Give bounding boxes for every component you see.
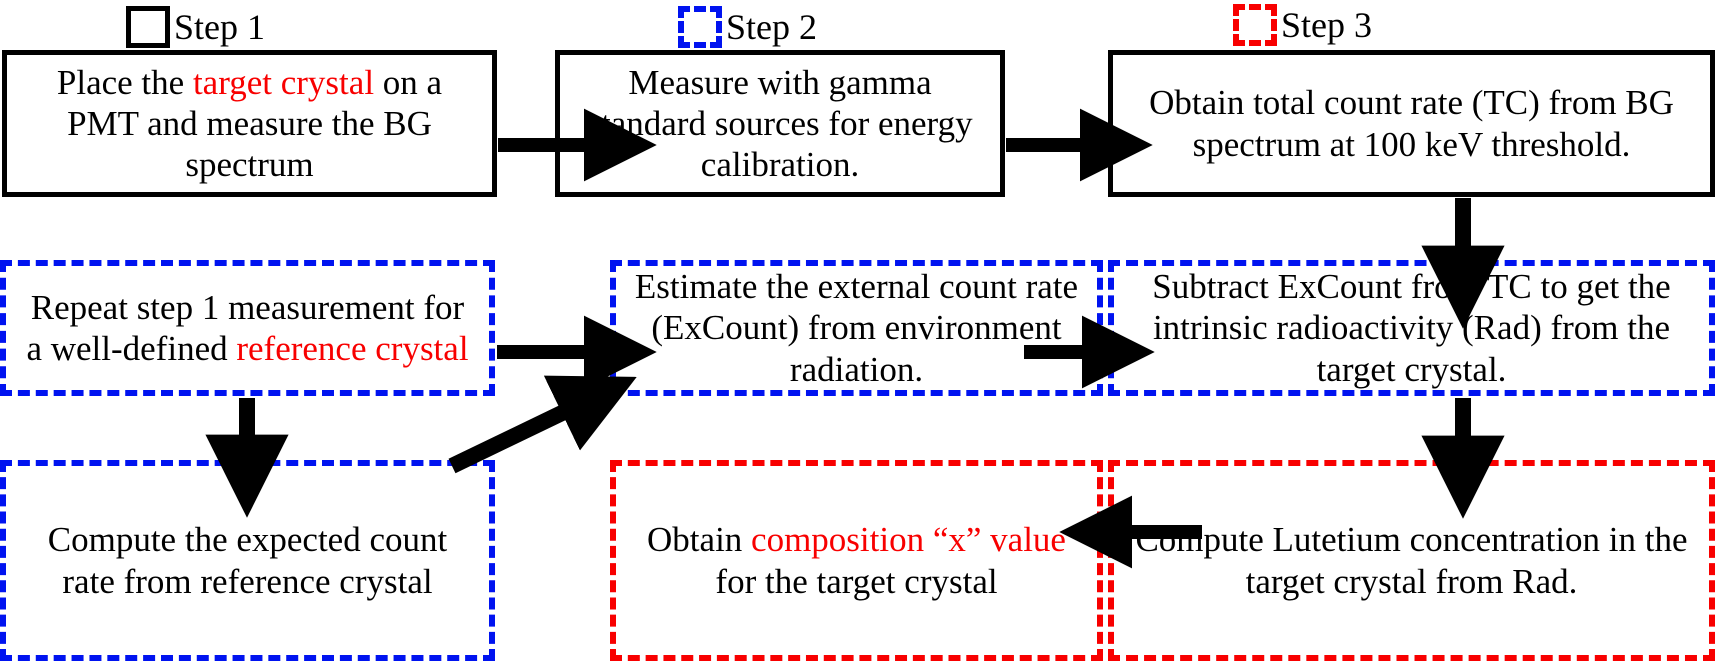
- step-box-text: Place the target crystal on a PMT and me…: [21, 62, 478, 186]
- plain-text: Repeat step 1 measurement for a well-def…: [26, 287, 465, 368]
- step-box-measure-gamma-standard[interactable]: Measure with gamma standard sources for …: [555, 50, 1005, 197]
- highlighted-text: target crystal: [192, 62, 375, 102]
- step-box-compute-lutetium-concentration[interactable]: Compute Lutetium concentration in the ta…: [1108, 460, 1715, 661]
- legend-swatch-solid-icon: [126, 6, 170, 48]
- highlighted-text: composition “x” value: [751, 520, 1066, 560]
- step-box-obtain-composition-x-value[interactable]: Obtain composition “x” value for the tar…: [610, 460, 1103, 661]
- legend-label-step-2: Step 2: [726, 7, 818, 47]
- legend-item-step-1: Step 1: [126, 4, 265, 50]
- arrow-b7-to-b5: [448, 375, 637, 474]
- step-box-obtain-total-count-rate[interactable]: Obtain total count rate (TC) from BG spe…: [1108, 50, 1715, 197]
- legend-item-step-3: Step 3: [1233, 2, 1372, 48]
- step-box-estimate-external-count-rate[interactable]: Estimate the external count rate (ExCoun…: [610, 260, 1103, 396]
- legend-swatch-dashdot-icon: [1233, 4, 1277, 46]
- legend-label-step-1: Step 1: [174, 7, 266, 47]
- step-box-text: Compute the expected count rate from ref…: [20, 519, 475, 602]
- plain-text: Obtain: [647, 520, 752, 560]
- step-box-text: Obtain total count rate (TC) from BG spe…: [1127, 82, 1696, 165]
- step-box-text: Estimate the external count rate (ExCoun…: [630, 266, 1083, 390]
- plain-text: Subtract ExCount from TC to get the intr…: [1152, 267, 1671, 389]
- legend-swatch-dashed-icon: [678, 6, 722, 48]
- step-box-place-target-crystal[interactable]: Place the target crystal on a PMT and me…: [2, 50, 497, 197]
- plain-text: Compute the expected count rate from ref…: [47, 520, 448, 601]
- step-box-text: Subtract ExCount from TC to get the intr…: [1128, 266, 1695, 390]
- plain-text: Measure with gamma standard sources for …: [587, 62, 973, 185]
- plain-text: Compute Lutetium concentration in the ta…: [1135, 520, 1688, 601]
- step-box-text: Repeat step 1 measurement for a well-def…: [20, 287, 475, 370]
- legend-label-step-3: Step 3: [1281, 5, 1373, 45]
- plain-text: Place the: [56, 62, 193, 102]
- step-box-subtract-excount-from-tc[interactable]: Subtract ExCount from TC to get the intr…: [1108, 260, 1715, 396]
- step-box-text: Compute Lutetium concentration in the ta…: [1128, 519, 1695, 602]
- plain-text: for the target crystal: [715, 561, 998, 601]
- step-box-text: Obtain composition “x” value for the tar…: [630, 519, 1083, 602]
- step-box-compute-expected-count-rate[interactable]: Compute the expected count rate from ref…: [0, 460, 495, 661]
- plain-text: Estimate the external count rate (ExCoun…: [634, 267, 1079, 389]
- plain-text: Obtain total count rate (TC) from BG spe…: [1149, 83, 1674, 164]
- plain-text: on a PMT and measure the BG spectrum: [67, 62, 443, 185]
- legend-item-step-2: Step 2: [678, 4, 817, 50]
- step-box-text: Measure with gamma standard sources for …: [574, 62, 986, 186]
- highlighted-text: reference crystal: [236, 329, 469, 368]
- step-box-repeat-step1-reference[interactable]: Repeat step 1 measurement for a well-def…: [0, 260, 495, 396]
